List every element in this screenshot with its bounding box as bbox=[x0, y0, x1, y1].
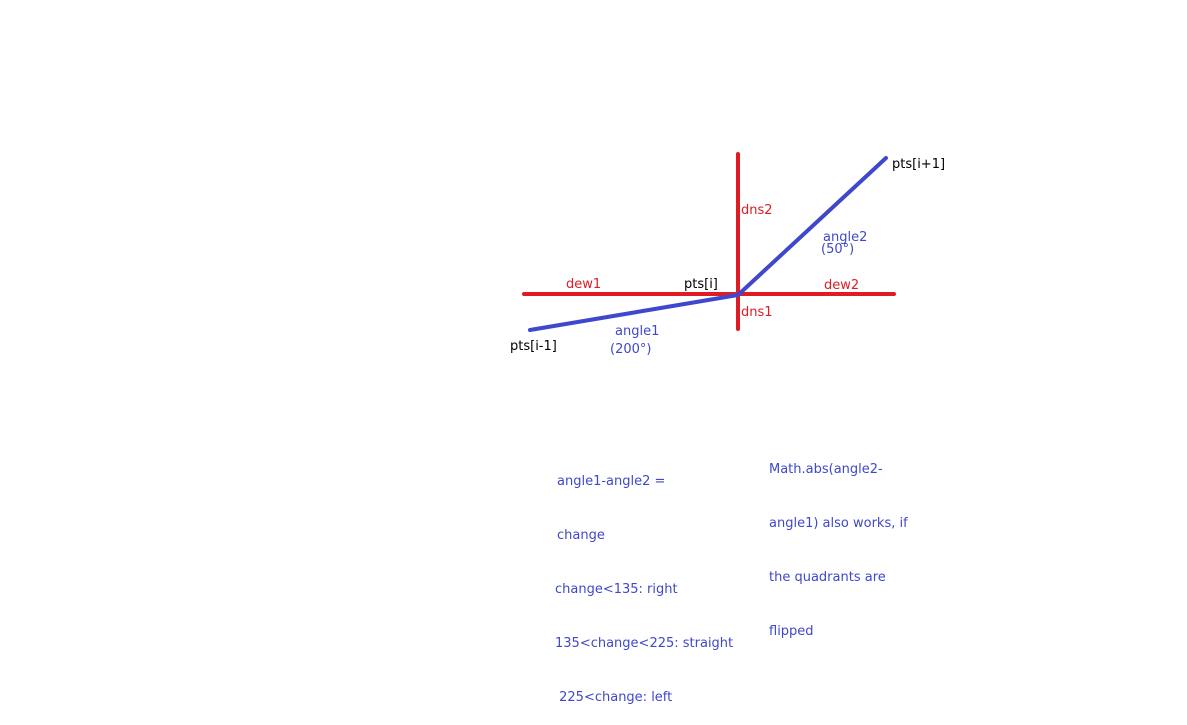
dns1-label: dns1 bbox=[741, 305, 773, 320]
turn-rule-line: 135<change<225: straight bbox=[555, 636, 734, 651]
math-abs-line: Math.abs(angle2- bbox=[769, 462, 883, 477]
turn-rule-line: change bbox=[557, 528, 605, 543]
angle1-label: angle1 bbox=[615, 324, 659, 339]
angle2-value: (50°) bbox=[821, 242, 854, 257]
angle2-label: angle2 bbox=[823, 230, 867, 245]
point-next-label: pts[i+1] bbox=[892, 157, 945, 172]
dew1-label: dew1 bbox=[566, 277, 601, 292]
math-abs-line: angle1) also works, if bbox=[769, 516, 908, 531]
point-current-label: pts[i] bbox=[684, 277, 718, 292]
math-abs-note: Math.abs(angle2- angle1) also works, if … bbox=[769, 425, 908, 659]
diagram-canvas: dew1 dew2 dns2 dns1 pts[i-1] pts[i] pts[… bbox=[510, 152, 945, 357]
turn-rule-line: 225<change: left bbox=[555, 690, 673, 705]
turn-rule-line: change<135: right bbox=[555, 582, 678, 597]
turn-rule-note: angle1-angle2 = change change<135: right… bbox=[555, 437, 733, 725]
math-abs-line: the quadrants are bbox=[769, 570, 886, 585]
angle1-value: (200°) bbox=[610, 342, 651, 357]
dew2-label: dew2 bbox=[824, 278, 859, 293]
math-abs-line: flipped bbox=[769, 624, 814, 639]
dns2-label: dns2 bbox=[741, 203, 773, 218]
point-prev-label: pts[i-1] bbox=[510, 339, 557, 354]
turn-rule-line: angle1-angle2 = bbox=[557, 474, 666, 489]
segment-current-to-next bbox=[736, 156, 888, 297]
segment-prev-to-current bbox=[528, 293, 740, 332]
